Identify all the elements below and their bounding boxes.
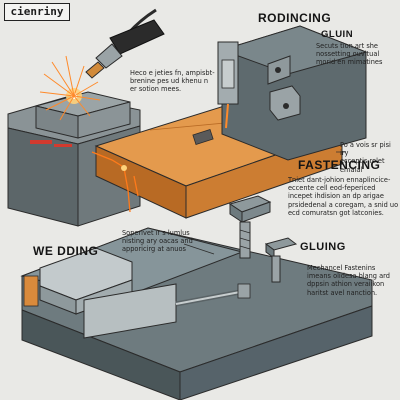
- red-strip: [30, 140, 52, 144]
- bolt-small: [264, 237, 298, 283]
- fastening-heading: FASTENCING: [298, 158, 381, 172]
- welding-note-text: Heco e jeties fn, ampisbt- brenine pes u…: [130, 69, 215, 94]
- support-note-text: Soperivet ir s lumlus nisting ary oacas …: [122, 229, 193, 254]
- fastening-text: Tniet dant-johion ennaplincice- eccente …: [288, 176, 399, 217]
- gluing-text: Mechancel Fastenins imeans olidesa blang…: [307, 264, 390, 297]
- gluing-heading: GLUING: [300, 241, 346, 253]
- rodincing-heading: RODINCING: [258, 11, 332, 25]
- weld-seam: [91, 151, 139, 213]
- sparks: [39, 55, 101, 121]
- vise: [23, 247, 251, 339]
- rodincing-text: Secuts tion art she nossetting ouvitual …: [316, 42, 383, 67]
- side-note-text: Po a vois sr pisi iry ecceptis rolet ema…: [340, 141, 391, 174]
- welding-torch: [85, 8, 165, 79]
- clamp-fixture: [217, 41, 301, 129]
- page-title: cienriny: [4, 3, 70, 21]
- bolt-large: [228, 195, 272, 259]
- welding-heading: WE DDING: [33, 244, 99, 258]
- gluin-subheading: GLUIN: [321, 29, 354, 40]
- leader-lines: [183, 151, 346, 255]
